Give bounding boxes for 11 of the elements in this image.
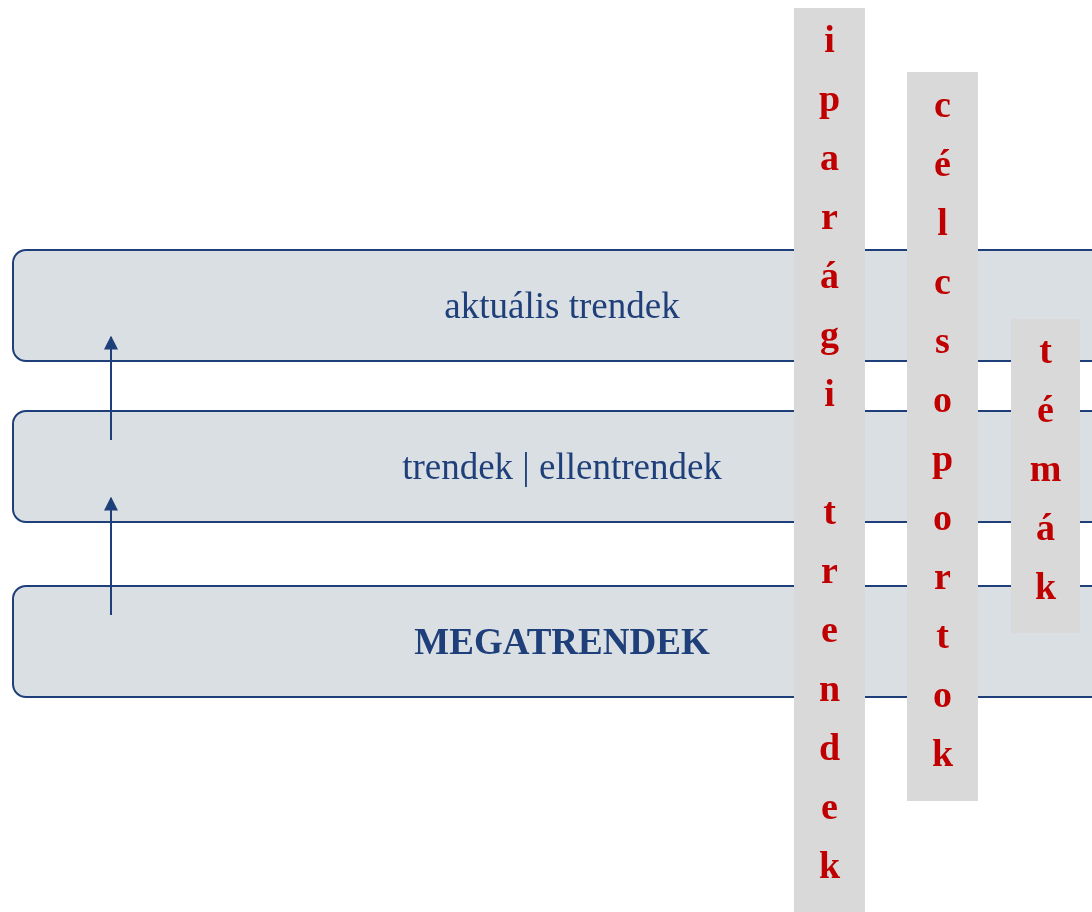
arrow <box>104 335 118 441</box>
band-label: trendek | ellentrendek <box>402 445 722 488</box>
vertical-bar <box>1011 319 1080 633</box>
band-label: MEGATRENDEK <box>414 620 710 663</box>
vertical-label: témák <box>1026 328 1065 624</box>
vertical-bar <box>794 8 865 912</box>
band-label: aktuális trendek <box>444 284 680 327</box>
vertical-label: iparági trendek <box>810 17 849 903</box>
vertical-label: célcsoportok <box>923 82 962 791</box>
arrow <box>104 496 118 616</box>
vertical-bar <box>907 72 978 801</box>
